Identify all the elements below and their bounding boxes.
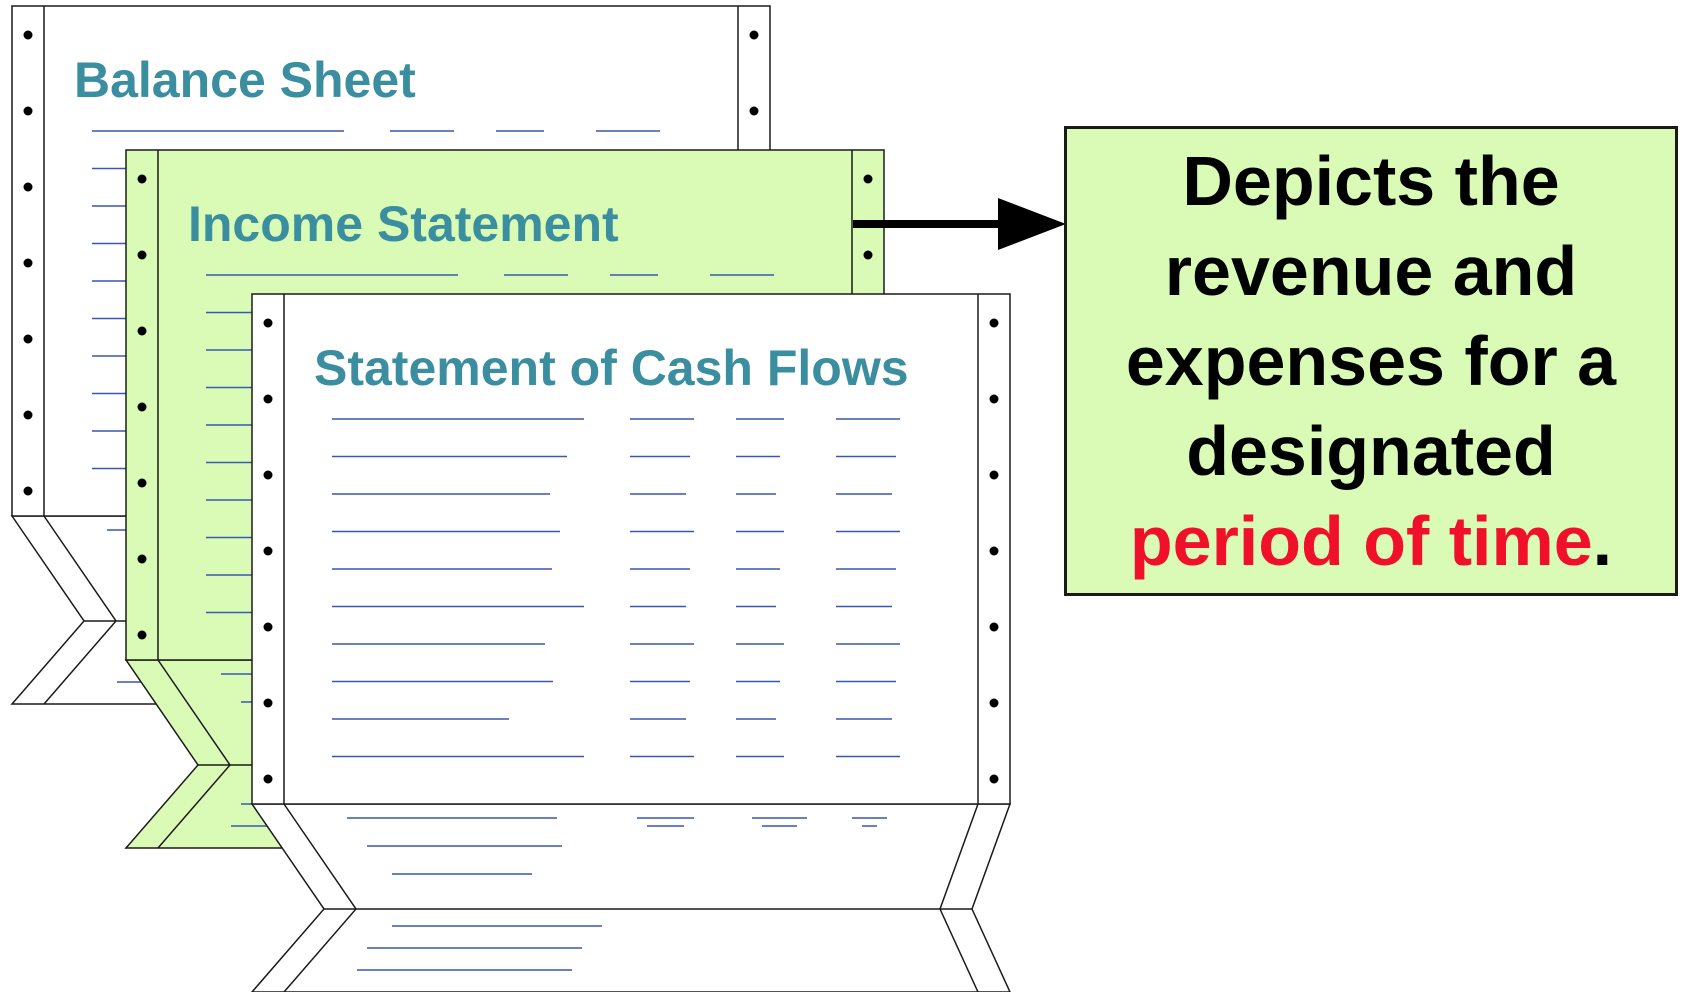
callout-line-2: revenue and [1164,232,1578,310]
tractor-hole [989,394,999,404]
tractor-hole [23,106,33,116]
tractor-hole [23,182,33,192]
tractor-hole [749,30,759,40]
tractor-hole [23,258,33,268]
tractor-hole [137,326,147,336]
tractor-hole [989,470,999,480]
callout-box: Depicts the revenue and expenses for a desi… [1064,126,1678,596]
tractor-hole [137,250,147,260]
sheet-fold [250,803,1012,992]
callout-highlight: period of time [1129,502,1593,580]
tractor-hole [137,402,147,412]
callout-period: . [1592,502,1613,580]
tractor-hole [989,318,999,328]
tractor-hole [23,30,33,40]
tractor-hole [263,698,273,708]
tractor-hole [263,470,273,480]
tractor-hole [989,698,999,708]
tractor-hole [263,546,273,556]
tractor-hole [263,622,273,632]
callout-text: Depicts the revenue and expenses for a desi… [1126,136,1616,586]
sheet-title-balance-sheet: Balance Sheet [74,52,416,108]
sheet-cash-flows: Statement of Cash Flows [250,293,1012,992]
tractor-hole [137,478,147,488]
callout-line-4: designated [1186,412,1556,490]
tractor-hole [863,250,873,260]
tractor-hole [863,174,873,184]
sheet-title-cash-flows: Statement of Cash Flows [314,340,909,396]
sheet-title-income-statement: Income Statement [188,196,619,252]
tractor-hole [23,486,33,496]
connector-arrow [853,198,1066,250]
tractor-hole [137,630,147,640]
tractor-hole [23,334,33,344]
tractor-hole [263,318,273,328]
tractor-hole [989,622,999,632]
callout-line-3: expenses for a [1125,322,1617,400]
callout-line-1: Depicts the [1182,142,1560,220]
tractor-hole [989,546,999,556]
tractor-hole [137,174,147,184]
tractor-hole [137,554,147,564]
tractor-hole [989,774,999,784]
tractor-hole [263,774,273,784]
tractor-hole [263,394,273,404]
tractor-hole [749,106,759,116]
tractor-hole [23,410,33,420]
arrow-head [998,198,1066,250]
